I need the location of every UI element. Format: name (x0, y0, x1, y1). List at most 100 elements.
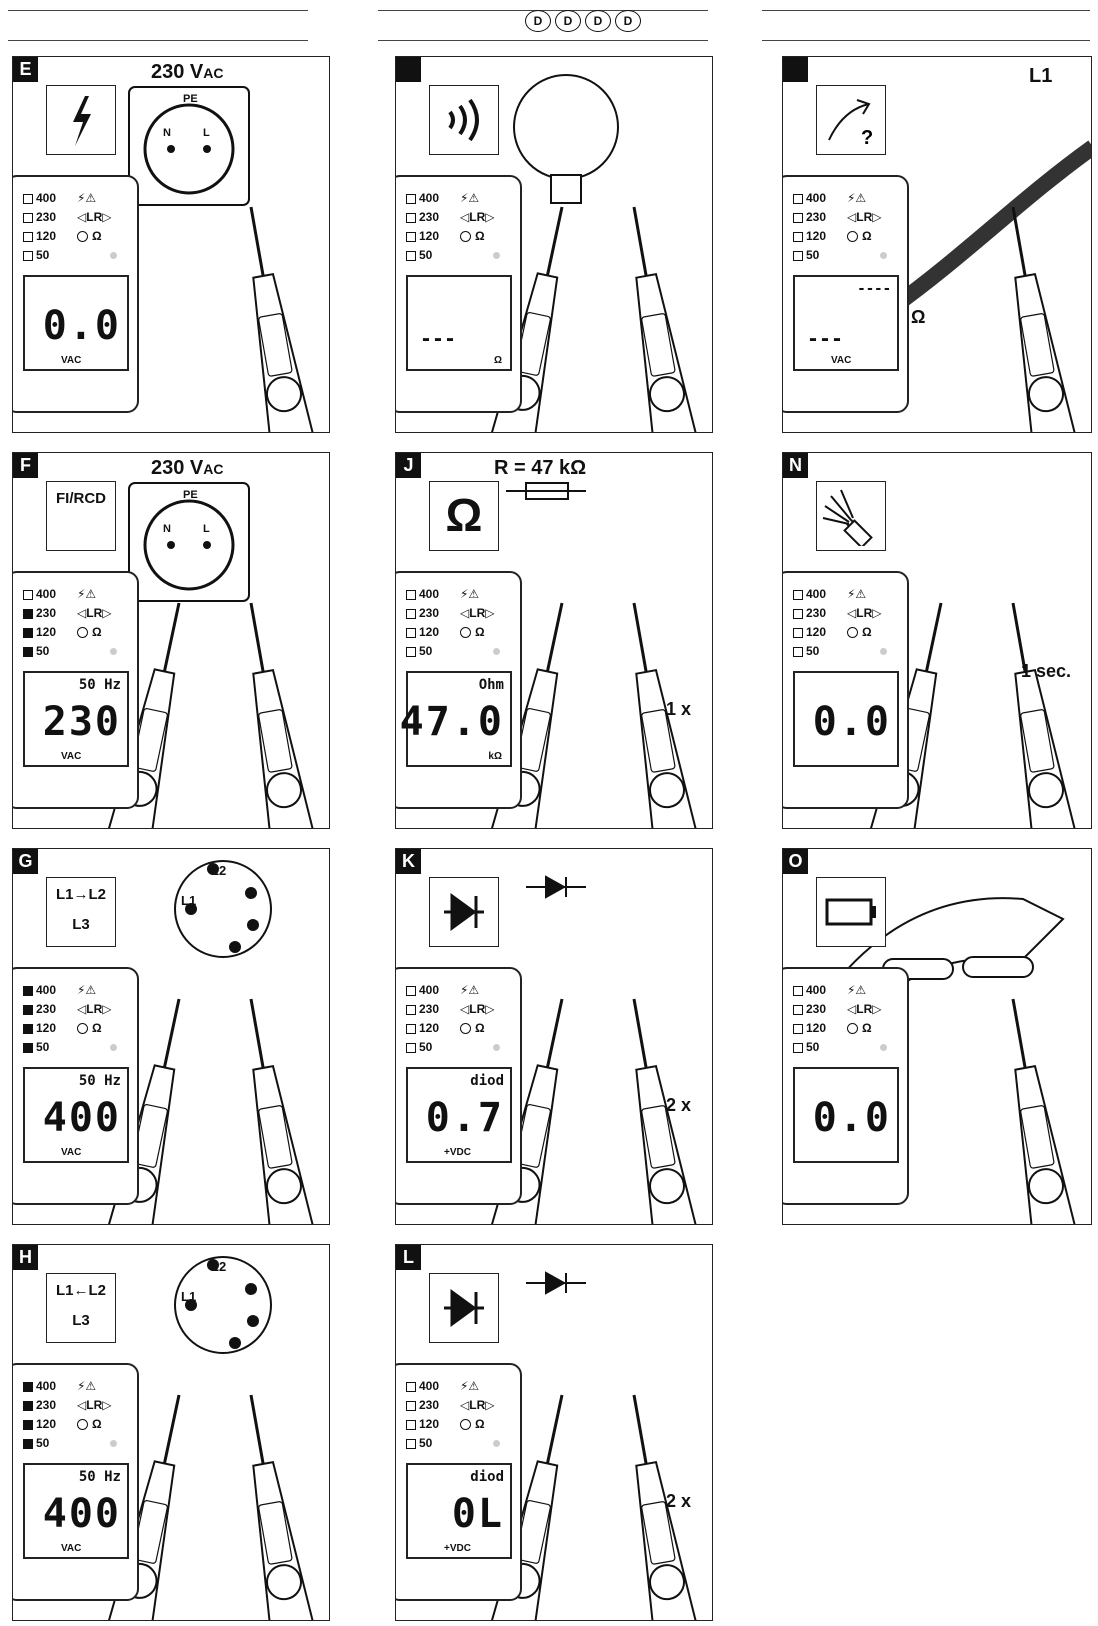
mode-symbols: ⚡⚠◁LR▷Ω (77, 981, 111, 1038)
bulb-graphic (514, 75, 618, 179)
status-led-icon (493, 252, 500, 259)
lcd-value: 0L (452, 1491, 504, 1537)
title-subscript: AC (203, 65, 223, 81)
phase-rotation-icon: L1→L2L3 (46, 877, 116, 947)
lr-left-icon: ◁ (77, 210, 86, 224)
press-note: 2 x (666, 1095, 691, 1116)
range-row: 50 (23, 1038, 56, 1057)
range-row: 400 (406, 1377, 439, 1396)
lr-indicator: ◁LR▷ (460, 1000, 494, 1019)
lr-right-icon: ▷ (485, 1398, 494, 1412)
mode-symbols: ⚡⚠◁LR▷Ω (77, 585, 111, 642)
ohm-label: Ω (475, 1417, 485, 1431)
ohm-indicator: Ω (847, 1019, 881, 1038)
mode-symbols: ⚡⚠◁LR▷Ω (77, 1377, 111, 1434)
range-label: 50 (419, 1038, 432, 1057)
range-label: 120 (806, 1019, 826, 1038)
lr-label: LR (86, 1398, 102, 1412)
status-led-icon (110, 252, 117, 259)
panel-letter (396, 57, 421, 82)
range-label: 50 (36, 246, 49, 265)
lcd-unit: VAC (831, 355, 851, 366)
range-label: 120 (419, 227, 439, 246)
lr-label: LR (86, 210, 102, 224)
language-badge[interactable]: D (555, 10, 581, 32)
lr-indicator: ◁LR▷ (77, 208, 111, 227)
range-row: 120 (23, 623, 56, 642)
status-led-icon (493, 648, 500, 655)
lcd-top-readout: 50 Hz (79, 1469, 121, 1485)
range-indicator (23, 213, 33, 223)
lcd-display: 50 Hz230VAC (23, 671, 129, 767)
lcd-value: --- (809, 325, 845, 353)
socket-label-n: N (163, 523, 171, 535)
lr-left-icon: ◁ (77, 1398, 86, 1412)
range-row: 400 (23, 981, 56, 1000)
lcd-value: 0.0 (813, 1095, 891, 1141)
range-indicator (793, 194, 803, 204)
language-badge[interactable]: D (615, 10, 641, 32)
range-indicator (23, 590, 33, 600)
lr-label: LR (86, 606, 102, 620)
range-indicator (23, 628, 33, 638)
figure-panel-n: N40023012050⚡⚠◁LR▷Ω0.01 sec. (782, 452, 1092, 829)
ohm-indicator: Ω (77, 623, 111, 642)
mode-symbols: ⚡⚠◁LR▷Ω (460, 981, 494, 1038)
ohm-label: Ω (92, 1417, 102, 1431)
ohm-indicator: Ω (77, 1415, 111, 1434)
range-row: 50 (23, 246, 56, 265)
range-indicator (406, 986, 416, 996)
range-indicator (406, 251, 416, 261)
range-indicator (793, 232, 803, 242)
range-row: 230 (406, 1396, 439, 1415)
header-rule-center-2 (378, 40, 708, 41)
range-label: 50 (806, 246, 819, 265)
language-badge[interactable]: D (585, 10, 611, 32)
ohm-indicator: Ω (847, 623, 881, 642)
range-list: 40023012050 (406, 189, 439, 265)
range-list: 40023012050 (23, 981, 56, 1057)
cable-search-icon-graphic: ? (821, 90, 881, 150)
range-indicator (406, 1401, 416, 1411)
range-row: 230 (793, 208, 826, 227)
probe-l2 (991, 203, 1076, 432)
range-label: 50 (36, 1434, 49, 1453)
range-indicator (23, 194, 33, 204)
panel-title: R = 47 kΩ (494, 457, 586, 480)
lcd-value: 0.0 (813, 699, 891, 745)
range-label: 120 (36, 623, 56, 642)
range-indicator (23, 1043, 33, 1053)
range-row: 50 (406, 246, 439, 265)
probe-l2 (229, 599, 314, 828)
warning-icon: ⚡⚠ (77, 189, 111, 208)
display-card: 40023012050⚡⚠◁LR▷Ω0.0VAC (12, 175, 139, 413)
range-indicator (406, 1382, 416, 1392)
language-badge[interactable]: D (525, 10, 551, 32)
press-note: 2 x (666, 1491, 691, 1512)
display-card: 40023012050⚡⚠◁LR▷Ωdiod0.7+VDC (395, 967, 522, 1205)
range-row: 400 (793, 189, 826, 208)
range-row: 50 (23, 1434, 56, 1453)
ohm-lamp-icon (77, 231, 88, 242)
ohm-indicator: Ω (460, 1019, 494, 1038)
range-label: 400 (36, 189, 56, 208)
lightning-icon (46, 85, 116, 155)
probe-l2 (229, 995, 314, 1224)
mode-symbols: ⚡⚠◁LR▷Ω (847, 189, 881, 246)
range-indicator (23, 647, 33, 657)
ohm-lamp-icon (77, 1419, 88, 1430)
range-label: 120 (419, 1415, 439, 1434)
range-row: 50 (793, 246, 826, 265)
fi-rcd-icon: FI/RCD (46, 481, 116, 551)
range-list: 40023012050 (406, 981, 439, 1057)
lcd-top-readout: 50 Hz (79, 677, 121, 693)
lr-indicator: ◁LR▷ (847, 604, 881, 623)
lcd-unit: VAC (61, 355, 81, 366)
title-text: 230 V (151, 61, 203, 83)
lcd-unit: +VDC (444, 1147, 471, 1158)
lr-left-icon: ◁ (460, 1002, 469, 1016)
